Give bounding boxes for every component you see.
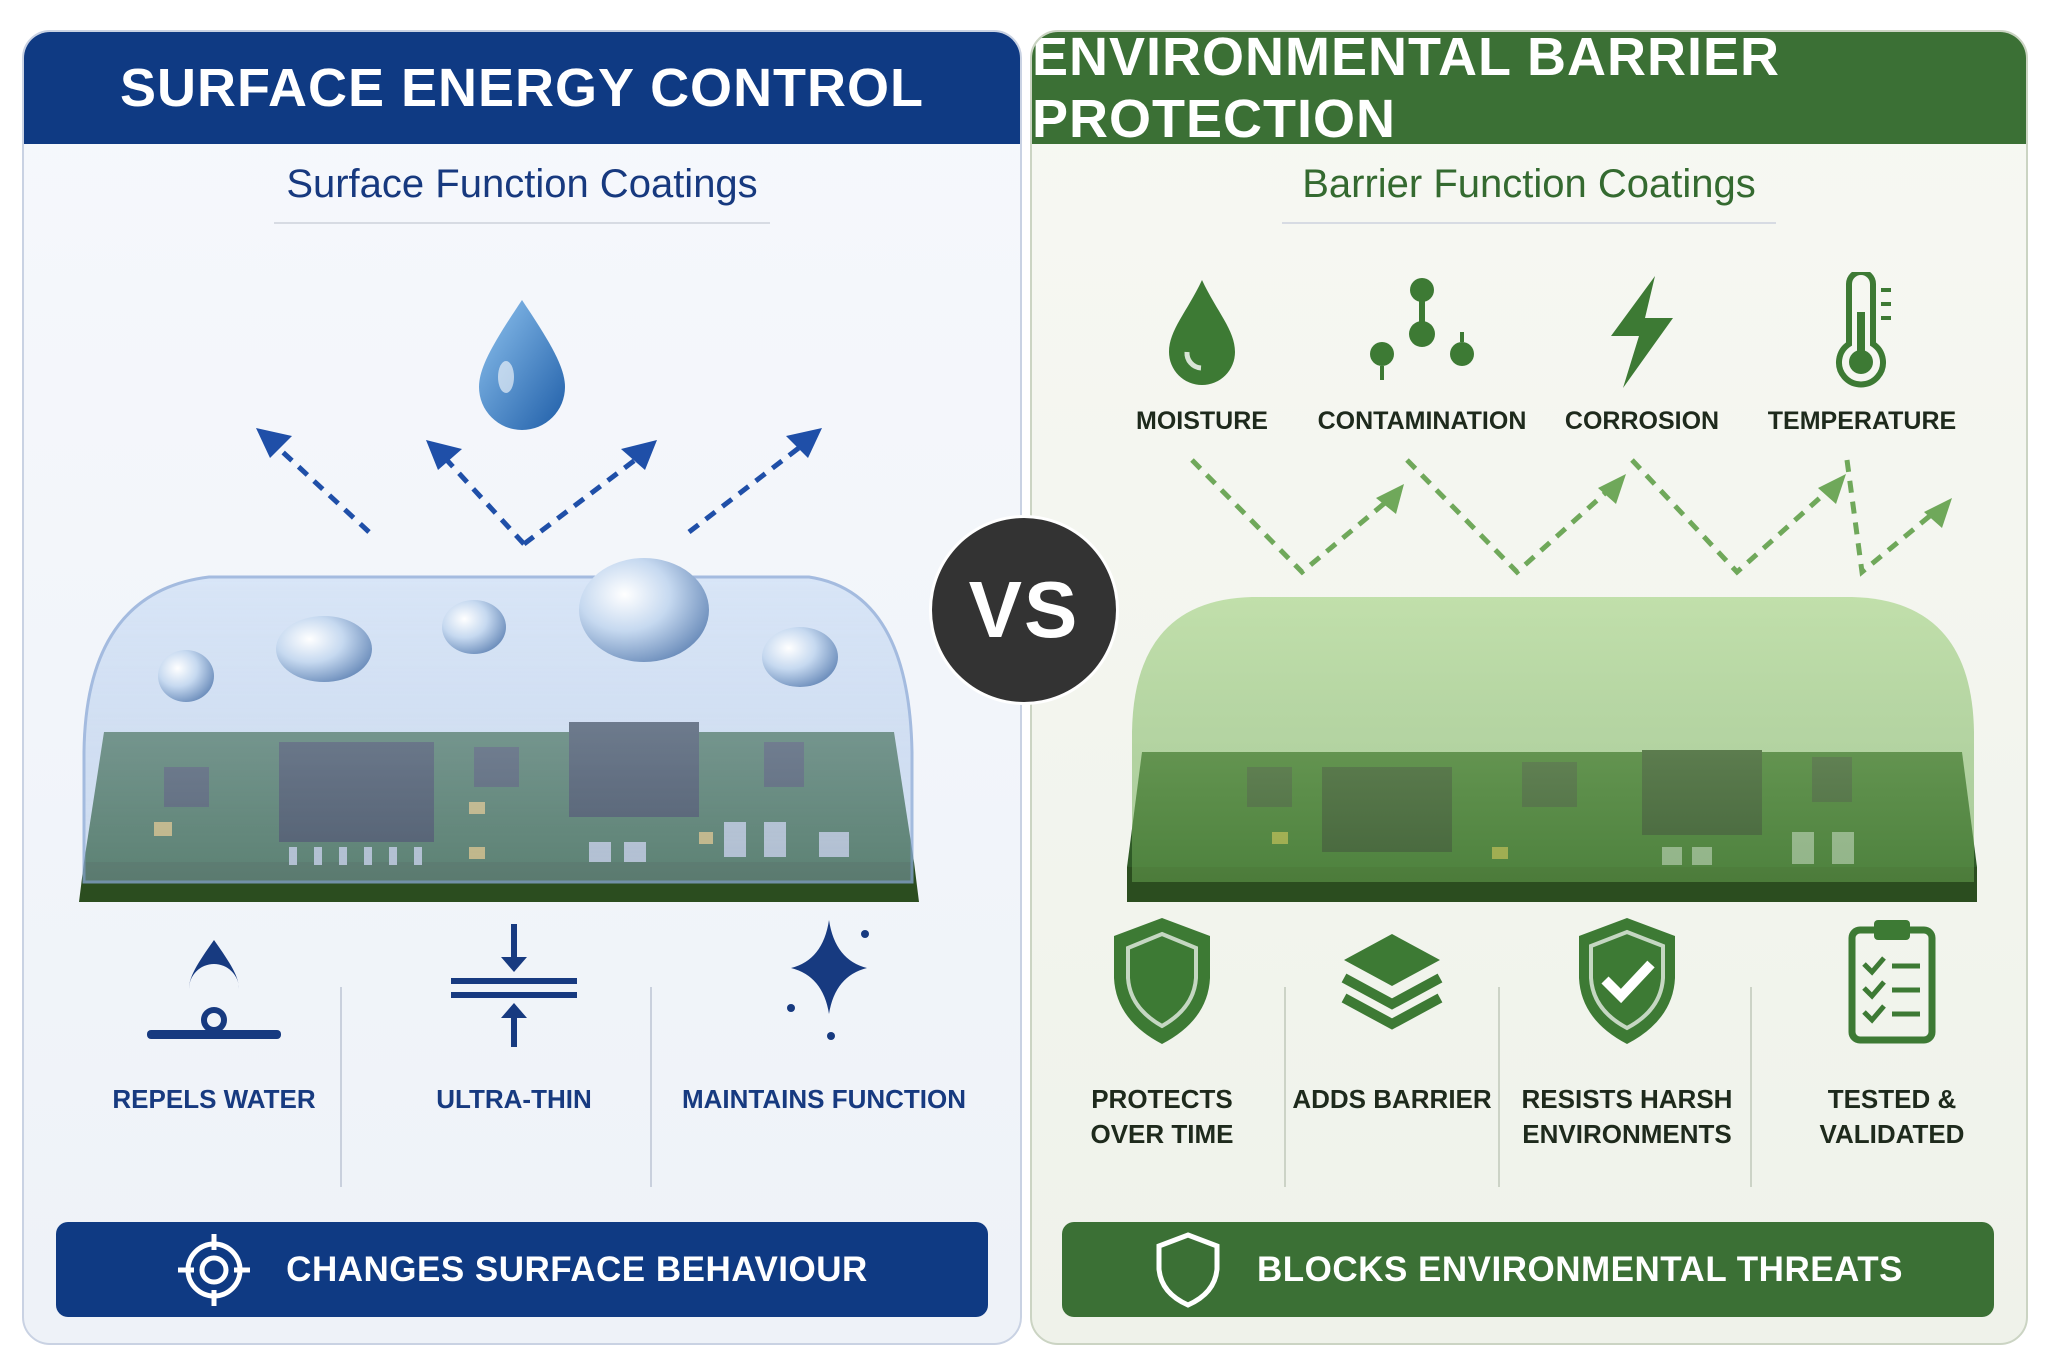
shield-icon (1114, 918, 1210, 1044)
blocks-environmental-threats-bar: BLOCKS ENVIRONMENTAL THREATS (1062, 1222, 1994, 1317)
feature-maintains-function: MAINTAINS FUNCTION (674, 912, 974, 1162)
water-drop-icon (479, 300, 565, 430)
feature-label: RESISTS HARSH ENVIRONMENTS (1521, 1084, 1733, 1149)
feature-resists-harsh-environments: RESISTS HARSH ENVIRONMENTS (1502, 912, 1752, 1162)
feature-label: TESTED & VALIDATED (1819, 1084, 1965, 1149)
sparkle-icon (787, 920, 869, 1040)
repel-arrows (272, 442, 806, 546)
thermometer-icon (1836, 272, 1891, 388)
changes-surface-behaviour-bar: CHANGES SURFACE BEHAVIOUR (56, 1222, 988, 1317)
feature-label: MAINTAINS FUNCTION (681, 1084, 967, 1114)
feature-divider (1284, 987, 1286, 1187)
clipboard-check-icon (1848, 920, 1936, 1044)
feature-divider (340, 987, 342, 1187)
surface-energy-panel: SURFACE ENERGY CONTROL Surface Function … (22, 30, 1022, 1345)
feature-repels-water: REPELS WATER (64, 912, 364, 1162)
feature-label: ULTRA-THIN (436, 1084, 592, 1114)
threat-label: MOISTURE (1136, 407, 1268, 435)
feature-divider (1750, 987, 1752, 1187)
bottom-bar-label: CHANGES SURFACE BEHAVIOUR (286, 1249, 868, 1289)
feature-label: REPELS WATER (112, 1084, 316, 1114)
left-panel-subtitle: Surface Function Coatings (286, 162, 758, 206)
vs-badge: VS (932, 518, 1116, 702)
thin-layer-arrows-icon (451, 924, 577, 1047)
bottom-bar-label: BLOCKS ENVIRONMENTAL THREATS (1257, 1249, 1903, 1289)
droplet-icon (1169, 280, 1235, 385)
threat-label: TEMPERATURE (1767, 407, 1957, 435)
shield-outline-icon (1156, 1231, 1220, 1308)
environmental-barrier-panel: ENVIRONMENTAL BARRIER PROTECTION Barrier… (1030, 30, 2028, 1345)
shield-check-icon (1579, 918, 1675, 1044)
feature-protects-over-time: PROTECTS OVER TIME (1052, 912, 1272, 1162)
right-panel-subtitle: Barrier Function Coatings (1302, 162, 1756, 206)
particles-icon (1370, 278, 1474, 380)
target-icon (178, 1233, 251, 1306)
barrier-coating-illustration (1127, 458, 1977, 902)
layers-icon (1341, 934, 1443, 1030)
water-drop-on-surface-icon (147, 940, 281, 1039)
lightning-icon (1611, 276, 1673, 388)
threat-label: CONTAMINATION (1317, 407, 1527, 435)
left-panel-title: SURFACE ENERGY CONTROL (24, 32, 1020, 144)
right-panel-title: ENVIRONMENTAL BARRIER PROTECTION (1032, 32, 2026, 149)
surface-coating-illustration (79, 300, 919, 902)
threat-label: CORROSION (1564, 407, 1720, 435)
feature-tested-validated: TESTED & VALIDATED (1772, 912, 2012, 1162)
feature-divider (650, 987, 652, 1187)
feature-ultra-thin: ULTRA-THIN (364, 912, 664, 1162)
feature-adds-barrier: ADDS BARRIER (1292, 912, 1492, 1162)
right-subtitle-underline (1282, 222, 1776, 224)
deflected-threat-arrows (1190, 458, 1939, 577)
feature-label: ADDS BARRIER (1292, 1084, 1492, 1114)
left-subtitle-underline (274, 222, 770, 224)
feature-label: PROTECTS OVER TIME (1090, 1084, 1234, 1149)
feature-divider (1498, 987, 1500, 1187)
